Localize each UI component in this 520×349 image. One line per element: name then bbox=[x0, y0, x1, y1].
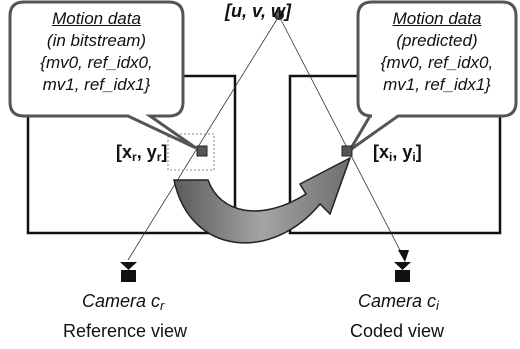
ray-arrowhead bbox=[398, 250, 409, 262]
motion-prediction-arrow bbox=[173, 156, 352, 244]
reference-camera-icon bbox=[120, 262, 137, 282]
reference-view-label: Reference view bbox=[63, 321, 188, 341]
left-bubble-text: Motion data (in bitstream) {mv0, ref_idx… bbox=[10, 8, 183, 96]
right-bubble-line2: (predicted) bbox=[396, 31, 478, 50]
left-callout-bubble bbox=[8, 0, 197, 150]
right-bubble-line3: {mv0, ref_idx0, bbox=[380, 53, 494, 72]
right-callout-bubble bbox=[348, 0, 518, 152]
reference-camera-label: Camera cr bbox=[82, 291, 165, 313]
point-label: [u, v, w] bbox=[225, 1, 292, 21]
coded-camera-icon bbox=[394, 262, 411, 282]
reference-block bbox=[196, 145, 208, 157]
left-bubble-title: Motion data bbox=[52, 9, 141, 28]
3d-point-icon bbox=[274, 10, 284, 20]
coded-coordinate-label: [xi, yi] bbox=[373, 142, 422, 164]
right-bubble-line4: mv1, ref_idx1} bbox=[383, 75, 491, 94]
ray-to-coded-camera bbox=[278, 15, 405, 259]
coded-camera-label: Camera ci bbox=[358, 291, 439, 313]
left-bubble-line3: {mv0, ref_idx0, bbox=[40, 53, 153, 72]
left-bubble-line2: (in bitstream) bbox=[46, 31, 147, 50]
reference-search-region bbox=[167, 133, 215, 171]
coded-view-label: Coded view bbox=[350, 321, 445, 341]
coded-block bbox=[341, 145, 353, 157]
left-bubble-line4: mv1, ref_idx1} bbox=[42, 75, 151, 94]
reference-coordinate-label: [xr, yr] bbox=[116, 142, 168, 164]
right-bubble-title: Motion data bbox=[392, 9, 482, 28]
ray-to-reference-camera bbox=[127, 15, 280, 261]
right-bubble-text: Motion data (predicted) {mv0, ref_idx0, … bbox=[358, 8, 516, 96]
